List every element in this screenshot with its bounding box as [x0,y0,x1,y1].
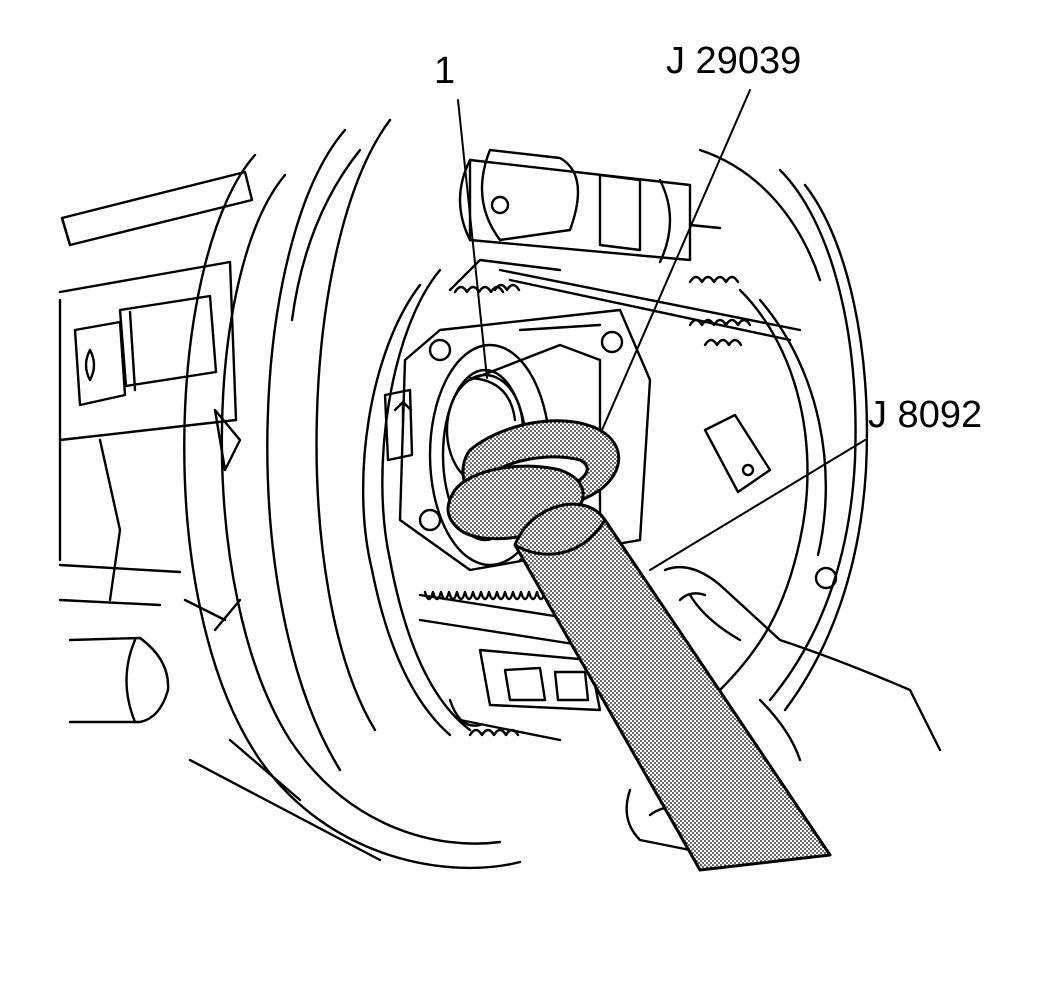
leader-j8092 [649,439,866,571]
callout-part-1: 1 [434,50,456,92]
leader-part-1 [457,99,488,379]
brake-shoes [361,268,827,737]
leader-lines [457,89,866,571]
callout-j8092: J 8092 [868,394,983,436]
leader-j29039 [601,89,751,431]
wheel-cylinder [458,148,722,264]
axle-housing [58,170,382,862]
return-springs [448,258,802,347]
driver-handle-j8092 [513,502,832,872]
callout-j29039: J 29039 [666,40,802,82]
